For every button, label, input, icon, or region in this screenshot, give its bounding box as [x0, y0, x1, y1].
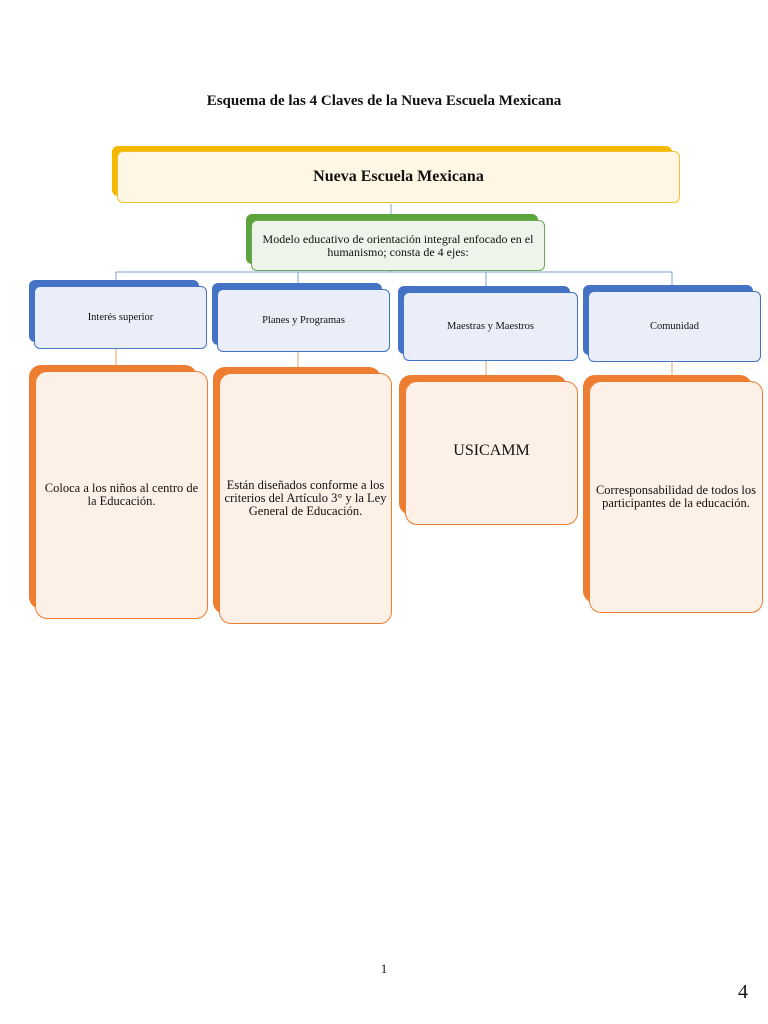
axis-label: Planes y Programas: [217, 289, 390, 352]
axis-label: Maestras y Maestros: [403, 292, 578, 361]
axis-node-interes-superior: Interés superior: [29, 280, 207, 350]
axis-node-comunidad: Comunidad: [583, 285, 761, 363]
detail-node-planes-programas: Están diseñados conforme a los criterios…: [213, 367, 392, 624]
axis-node-maestras-maestros: Maestras y Maestros: [398, 286, 578, 362]
axis-node-planes-programas: Planes y Programas: [212, 283, 390, 353]
model-node: Modelo educativo de orientación integral…: [246, 214, 546, 272]
page-title: Esquema de las 4 Claves de la Nueva Escu…: [206, 93, 562, 109]
detail-text: USICAMM: [405, 381, 578, 525]
axis-label: Comunidad: [588, 291, 761, 362]
root-node: Nueva Escuela Mexicana: [112, 146, 680, 204]
detail-node-interes-superior: Coloca a los niños al centro de la Educa…: [29, 365, 208, 619]
detail-text: Corresponsabilidad de todos los particip…: [589, 381, 763, 613]
detail-text: Coloca a los niños al centro de la Educa…: [35, 371, 208, 619]
axis-label: Interés superior: [34, 286, 207, 349]
corner-page-number: 4: [738, 981, 748, 1003]
root-node-label: Nueva Escuela Mexicana: [117, 151, 680, 203]
detail-node-comunidad: Corresponsabilidad de todos los particip…: [583, 375, 763, 613]
detail-text: Están diseñados conforme a los criterios…: [219, 373, 392, 624]
detail-node-maestras-maestros: USICAMM: [399, 375, 578, 525]
page-number: 1: [380, 961, 388, 976]
model-node-label: Modelo educativo de orientación integral…: [251, 220, 545, 271]
